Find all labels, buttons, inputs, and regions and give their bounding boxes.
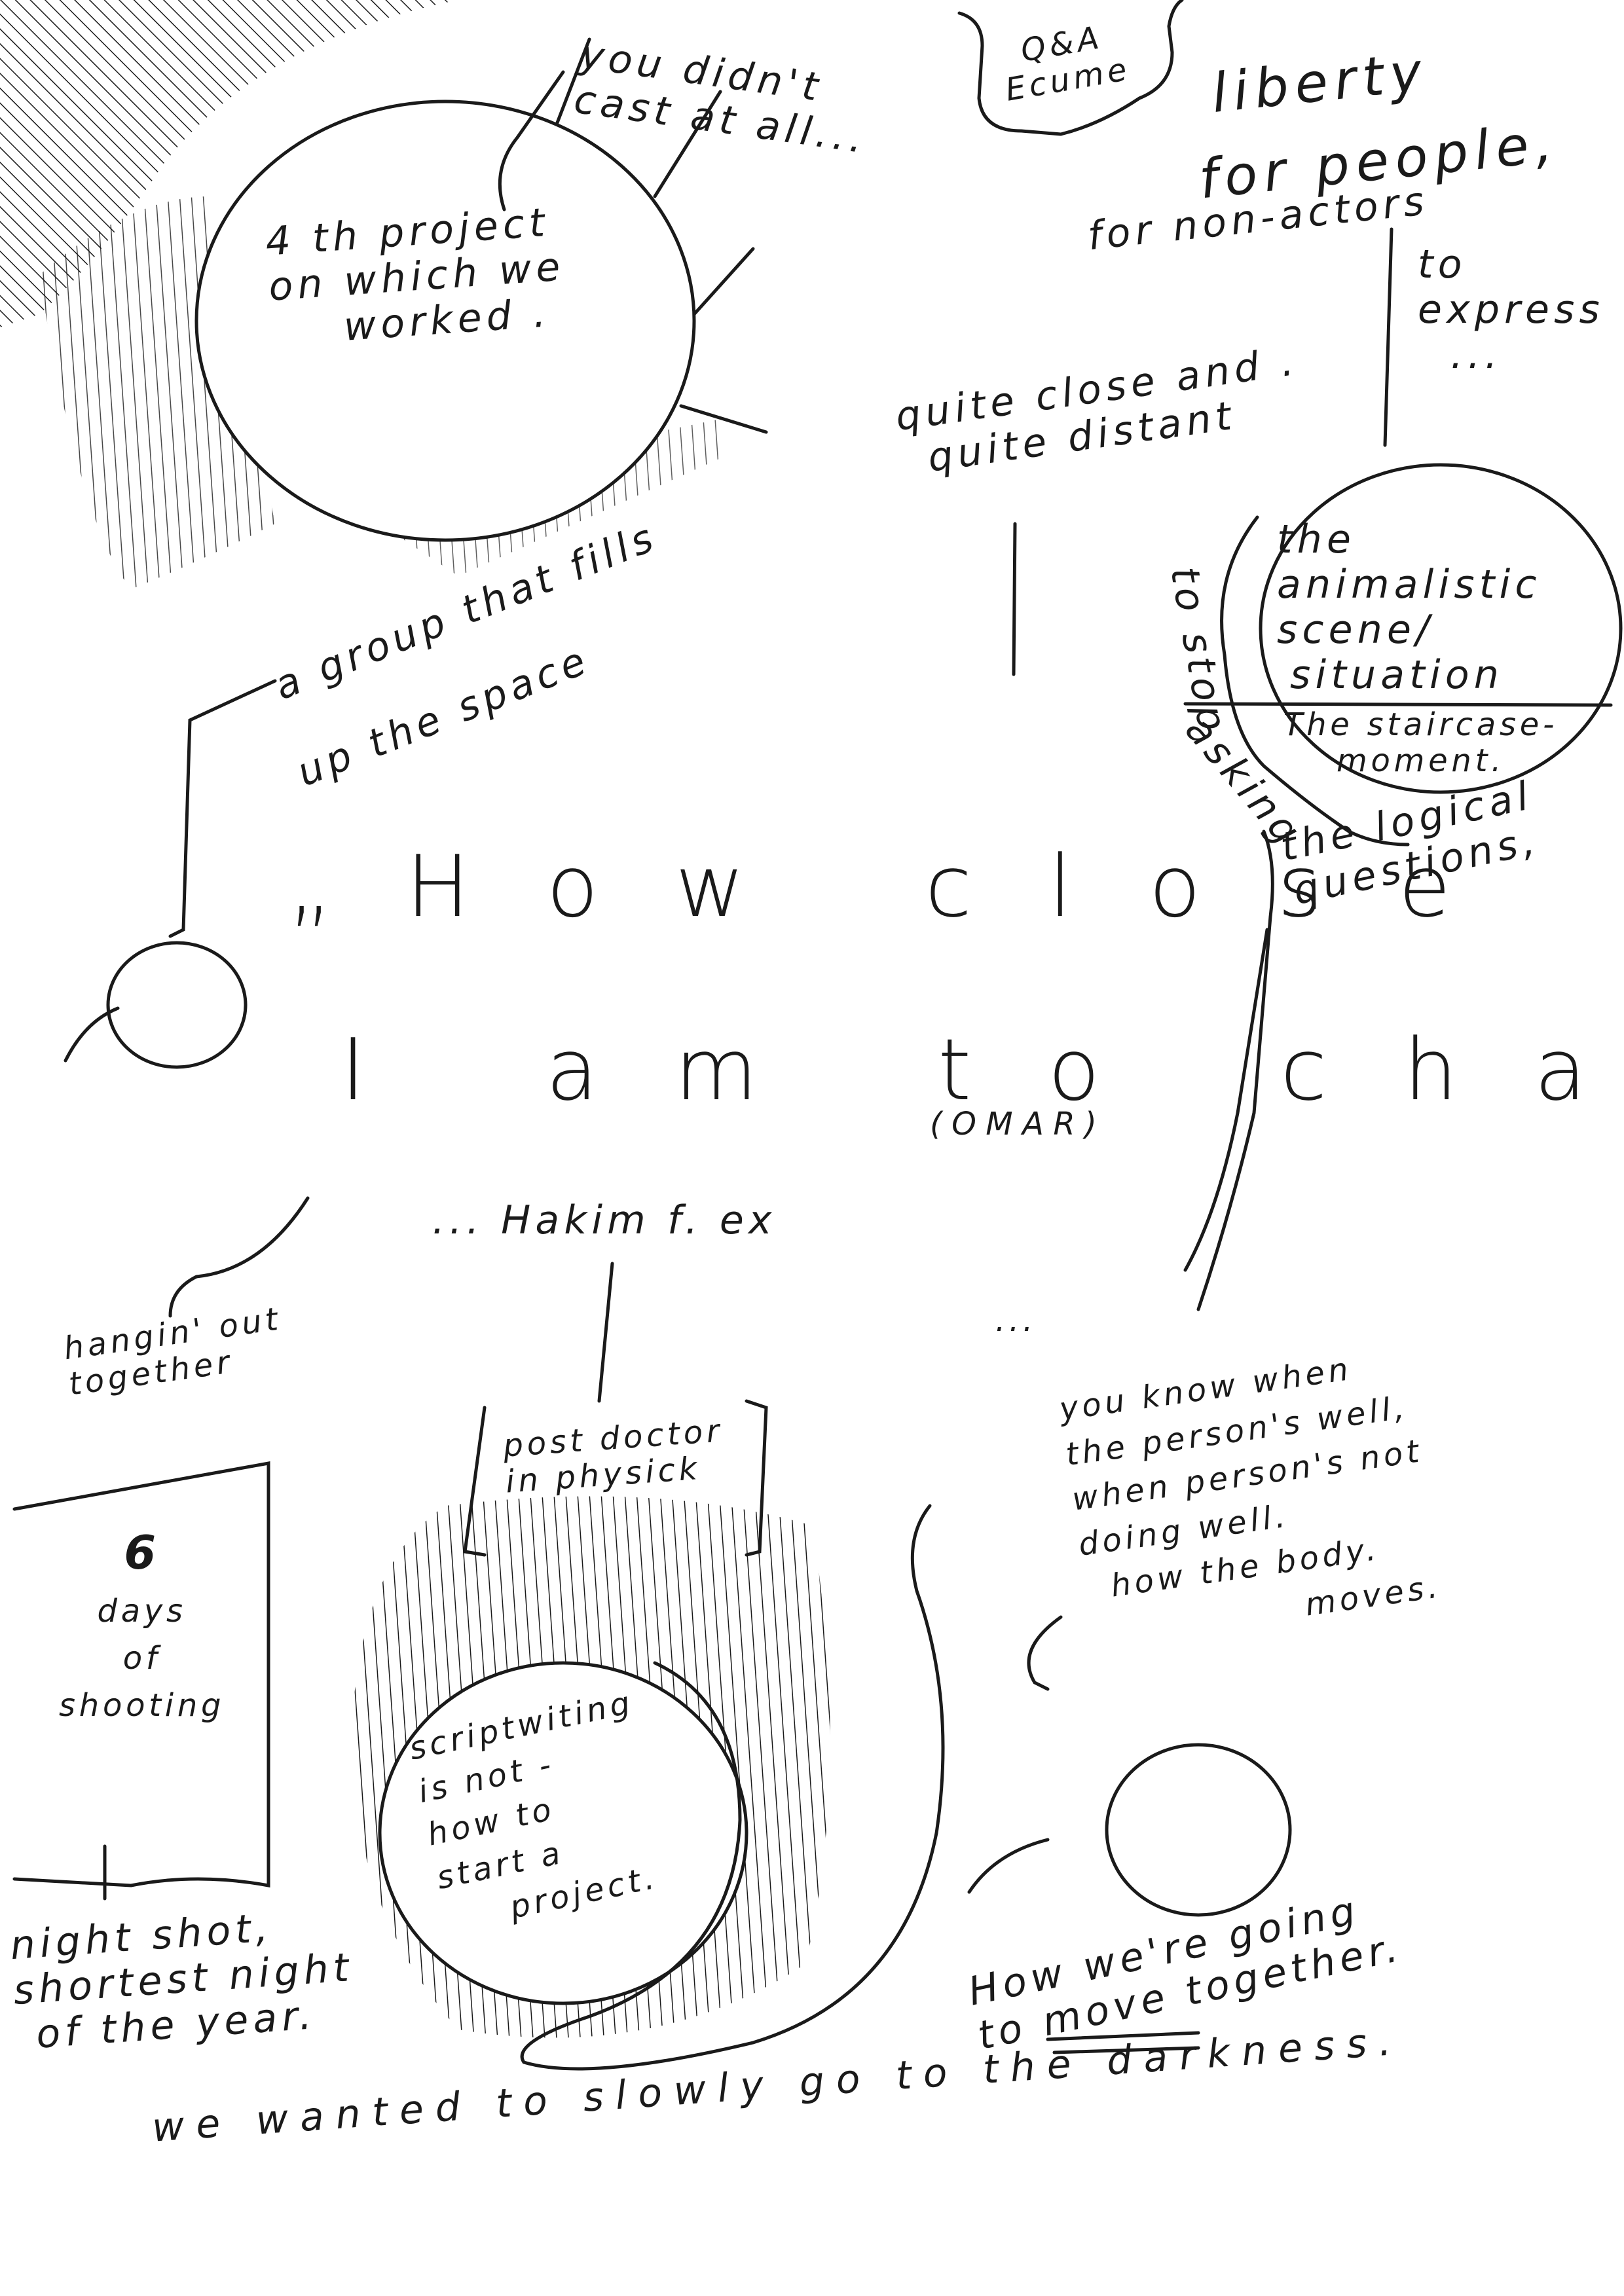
qa-bubble [957, 0, 1184, 136]
hatch-top-left [0, 0, 458, 327]
text-line: animalistic [1277, 562, 1541, 608]
divider-line [1183, 702, 1613, 707]
text-line: 6 [124, 1526, 160, 1580]
heading-characters: I am to characters" [341, 1020, 1624, 1120]
long-curve [1196, 829, 1274, 1311]
note-days: 6 days of shooting [59, 1519, 225, 1729]
liberty-line [1383, 227, 1393, 447]
text-line: moment. [1336, 742, 1505, 780]
note-postdoc: post doctor in physick [502, 1412, 727, 1501]
right-curve [1183, 928, 1269, 1272]
text-line: to [1418, 242, 1467, 287]
hang-curve [168, 1196, 310, 1318]
small-circle-left [106, 941, 248, 1069]
note-scriptwriting: scriptwiting is not - how to start a pro… [405, 1681, 674, 1943]
move-curve [967, 1838, 1050, 1894]
center-line [1012, 522, 1017, 676]
note-night: night shot, shortest night of the year. [9, 1900, 358, 2059]
heading-how-close: „How close [288, 837, 1528, 936]
note-project: 4 th project on which we worked . [264, 199, 569, 355]
move-underline [1046, 2031, 1200, 2054]
text-line: scene/ [1277, 607, 1434, 653]
scriptwriting-circle [378, 1661, 748, 2005]
note-omar: (OMAR) [930, 1106, 1107, 1142]
arrow-curve [1027, 1615, 1063, 1691]
text-line: days [97, 1593, 187, 1630]
text-line: the [1277, 517, 1356, 562]
big-loop [520, 1504, 945, 2071]
days-box [12, 1461, 270, 1887]
group-connector [168, 679, 277, 938]
note-express: to express ... [1418, 242, 1604, 378]
note-dots: ... [995, 1302, 1037, 1339]
note-body: you know when the person's well, when pe… [1057, 1338, 1445, 1658]
text-line: shooting [59, 1687, 225, 1724]
text-line: situation [1290, 652, 1504, 698]
small-circle-right [1105, 1743, 1292, 1917]
note-hakim: ... Hakim f. ex [432, 1197, 777, 1243]
note-staircase: The staircase- moment. [1283, 706, 1559, 780]
text-line: The staircase- [1283, 706, 1559, 743]
text-line: express [1418, 287, 1605, 333]
animalistic-circle [1259, 463, 1623, 794]
project-circle [194, 100, 696, 542]
left-swoosh [64, 1006, 120, 1063]
text-line: of [122, 1640, 161, 1677]
text-line: ... [1450, 332, 1502, 378]
note-animalistic: the animalistic scene/ situation [1277, 517, 1541, 698]
ray-lines [498, 37, 768, 434]
outer-loop [1220, 515, 1410, 847]
